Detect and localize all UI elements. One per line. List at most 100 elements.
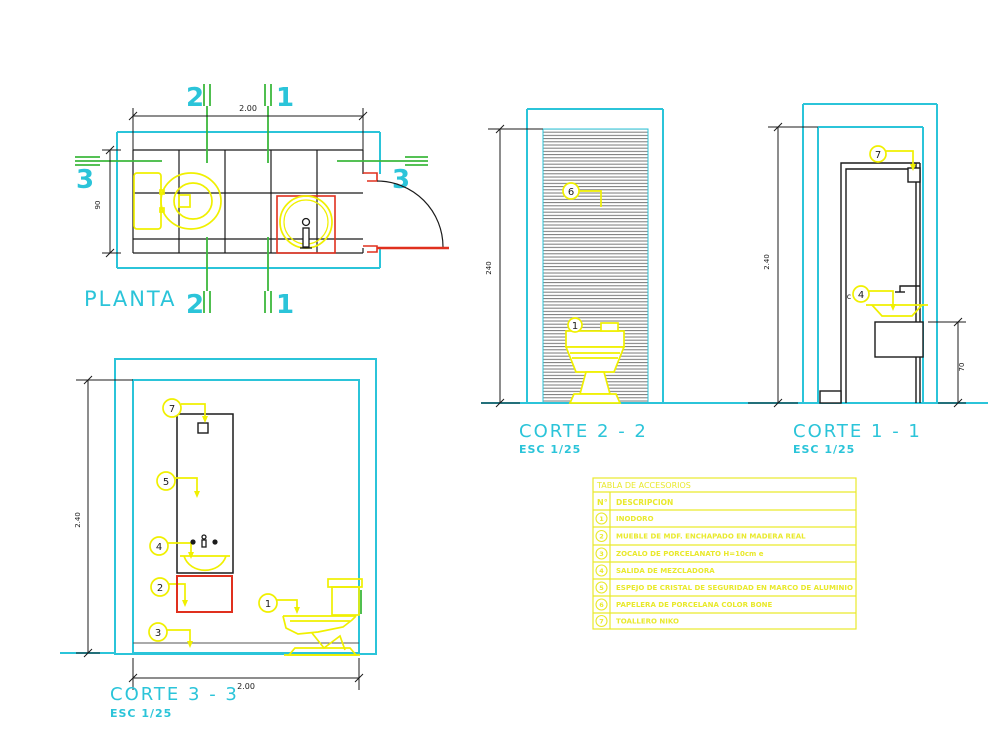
marker-2-bottom: 2 <box>186 290 204 320</box>
mirror-cabinet <box>176 413 234 574</box>
section-marker-labels: 2 1 2 1 3 3 <box>76 83 410 320</box>
svg-text:7: 7 <box>599 618 604 626</box>
svg-text:7: 7 <box>169 404 175 415</box>
corte11-dim-counter <box>928 317 966 408</box>
svg-text:2: 2 <box>157 583 163 594</box>
faucet-plan-icon <box>300 217 312 249</box>
table-col-num: N° <box>597 498 608 507</box>
marker-1-top: 1 <box>276 83 294 113</box>
marker-3-left: 3 <box>76 165 94 195</box>
svg-text:3: 3 <box>155 628 161 639</box>
callout-1-corte22 <box>567 317 583 333</box>
svg-text:6: 6 <box>568 187 574 198</box>
svg-text:1: 1 <box>265 599 271 610</box>
section-lines <box>75 84 428 313</box>
callout-4-corte33: 4 <box>149 536 194 559</box>
svg-text:INODORO: INODORO <box>616 515 654 523</box>
planta-title: PLANTA <box>84 287 176 311</box>
corte22-dim-text: 240 <box>485 261 493 274</box>
marker-3-right: 3 <box>392 165 410 195</box>
corte11-title: CORTE 1 - 1 <box>793 421 922 442</box>
svg-text:5: 5 <box>163 477 169 488</box>
svg-text:4: 4 <box>156 542 162 553</box>
table-row: 6 PAPELERA DE PORCELANA COLOR BONE <box>595 598 773 611</box>
svg-text:c: c <box>847 292 851 301</box>
svg-text:7: 7 <box>875 150 881 161</box>
toilet-front-elevation <box>564 317 626 404</box>
corte11-scale: ESC 1/25 <box>793 443 855 456</box>
corte33-scale: ESC 1/25 <box>110 707 172 720</box>
marker-2-top: 2 <box>186 83 204 113</box>
corte11-wall-outline <box>802 103 938 403</box>
svg-text:MUEBLE DE MDF. ENCHAPADO EN MA: MUEBLE DE MDF. ENCHAPADO EN MADERA REAL <box>616 533 806 541</box>
corte11-dim-height-text: 2.40 <box>763 254 771 270</box>
faucet-section-icon <box>895 285 920 293</box>
table-grid <box>592 477 857 630</box>
sink-plan <box>276 195 336 254</box>
corte33-dim-height-text: 2.40 <box>74 512 82 528</box>
marker-1-bottom: 1 <box>276 290 294 320</box>
plan-dim-depth <box>102 145 121 258</box>
svg-text:PAPELERA DE PORCELANA COLOR BO: PAPELERA DE PORCELANA COLOR BONE <box>616 601 773 609</box>
svg-text:3: 3 <box>599 550 604 558</box>
table-rows: 1 INODORO 2 MUEBLE DE MDF. ENCHAPADO EN … <box>595 512 853 628</box>
svg-text:ESPEJO DE CRISTAL DE SEGURIDAD: ESPEJO DE CRISTAL DE SEGURIDAD EN MARCO … <box>616 584 853 592</box>
plan-dim-width-text: 2.00 <box>239 104 257 113</box>
corte-1-1-view: 2.40 7 4 c <box>748 103 966 456</box>
corte11-dim-height <box>748 122 818 408</box>
callout-3-corte33: 3 <box>148 622 193 648</box>
corte33-callouts: 7 5 4 2 <box>148 398 300 648</box>
svg-text:4: 4 <box>599 567 604 575</box>
table-col-desc: DESCRIPCION <box>616 498 673 507</box>
corte33-dim-height <box>76 375 133 658</box>
corte11-dim-counter-text: 70 <box>958 363 966 372</box>
corte33-dim-width <box>128 658 364 690</box>
corte33-dim-width-text: 2.00 <box>237 682 255 691</box>
door-swing-arc <box>376 180 444 248</box>
callout-7-corte33: 7 <box>162 398 208 423</box>
corte22-wall-outline <box>526 108 664 403</box>
accessories-table: TABLA DE ACCESORIOS N° DESCRIPCION 1 INO… <box>592 477 857 630</box>
table-row: 3 ZOCALO DE PORCELANATO H=10cm e <box>595 547 764 560</box>
callout-6: 6 <box>562 182 602 207</box>
corte22-scale: ESC 1/25 <box>519 443 581 456</box>
corte33-title: CORTE 3 - 3 <box>110 684 239 705</box>
svg-text:SALIDA DE MEZCLADORA: SALIDA DE MEZCLADORA <box>616 567 715 575</box>
sink-counter <box>874 321 924 358</box>
planta-view: 2 1 2 1 3 3 2.00 90 <box>75 83 449 320</box>
callout-2-corte33: 2 <box>150 577 188 607</box>
corte22-title: CORTE 2 - 2 <box>519 421 648 442</box>
callout-1-corte33: 1 <box>258 593 300 614</box>
callout-7-corte11: 7 <box>869 145 916 171</box>
plan-wall-outline <box>116 131 381 269</box>
table-row: 2 MUEBLE DE MDF. ENCHAPADO EN MADERA REA… <box>595 529 806 543</box>
svg-text:ZOCALO DE PORCELANATO H=10cm: ZOCALO DE PORCELANATO H=10cm e <box>616 550 764 558</box>
corte-3-3-view: 2.40 2.00 7 5 <box>60 358 377 720</box>
table-row: 4 SALIDA DE MEZCLADORA <box>595 564 715 577</box>
toilet-plan <box>133 172 222 230</box>
svg-text:1: 1 <box>572 321 578 332</box>
plan-dim-depth-text: 90 <box>94 201 102 210</box>
door-plan <box>363 172 449 253</box>
callout-4-corte11: 4 c <box>847 285 896 311</box>
svg-text:4: 4 <box>858 290 864 301</box>
sink-section <box>866 304 928 317</box>
plan-tile-grid <box>132 149 364 254</box>
svg-text:1: 1 <box>599 515 604 523</box>
toilet-side-elevation <box>282 578 363 656</box>
corte11-door-frame <box>819 162 921 404</box>
vanity-counter-red <box>176 575 233 613</box>
svg-text:2: 2 <box>599 533 604 541</box>
plan-dim-width <box>128 108 368 150</box>
svg-text:5: 5 <box>599 584 604 592</box>
corte22-dim <box>481 124 543 408</box>
corte33-wall-outline <box>60 358 377 655</box>
corte-2-2-view: 240 6 1 CORTE 2 - 2 ESC 1/25 <box>481 108 988 456</box>
svg-text:TOALLERO NIKO: TOALLERO NIKO <box>616 618 679 626</box>
callout-5-corte33: 5 <box>156 471 200 498</box>
table-row: 5 ESPEJO DE CRISTAL DE SEGURIDAD EN MARC… <box>595 581 853 594</box>
table-row: 7 TOALLERO NIKO <box>595 614 679 628</box>
sink-elevation <box>180 534 230 571</box>
